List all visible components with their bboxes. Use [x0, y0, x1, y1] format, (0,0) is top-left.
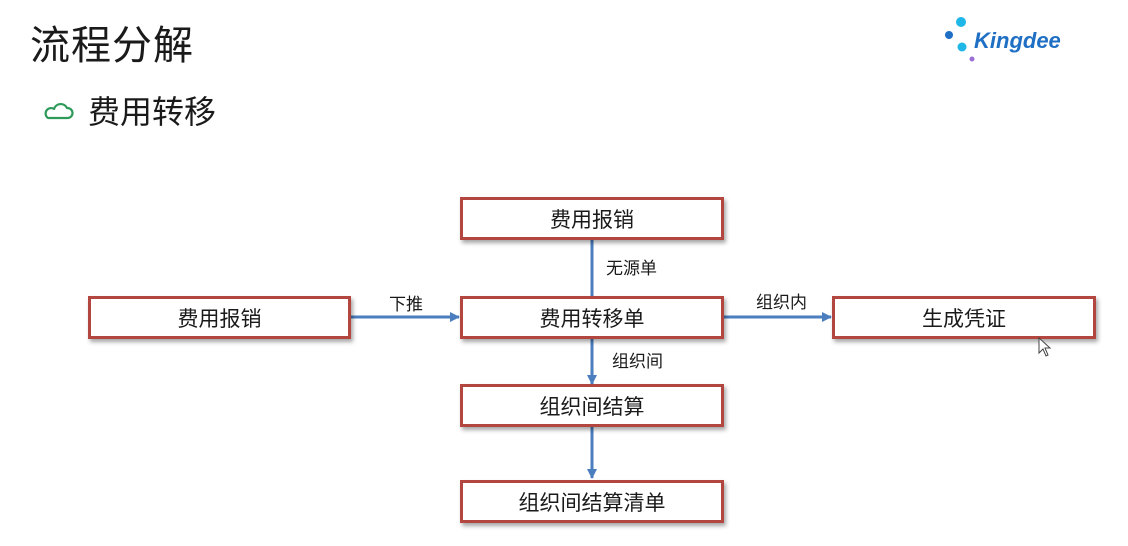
subtitle-row: 费用转移: [44, 90, 216, 134]
mouse-cursor-icon: [1038, 337, 1052, 357]
node-expense-claim-source: 费用报销: [88, 296, 351, 339]
section-subtitle: 费用转移: [88, 93, 217, 131]
node-expense-claim-target: 费用报销: [460, 197, 724, 240]
node-expense-transfer: 费用转移单: [460, 296, 724, 339]
page-title: 流程分解: [30, 23, 194, 69]
node-generate-voucher: 生成凭证: [832, 296, 1096, 339]
node-inter-org-settlement: 组织间结算: [460, 384, 724, 427]
node-inter-org-settlement-list: 组织间结算清单: [460, 480, 724, 523]
label-push-down: 下推: [389, 295, 423, 315]
label-between-org: 组织间: [612, 352, 663, 372]
label-no-source: 无源单: [606, 259, 657, 279]
label-within-org: 组织内: [756, 293, 807, 313]
cloud-icon: [44, 102, 74, 120]
logo-text: Kingdee: [974, 28, 1061, 53]
kingdee-logo-icon: [945, 17, 975, 62]
